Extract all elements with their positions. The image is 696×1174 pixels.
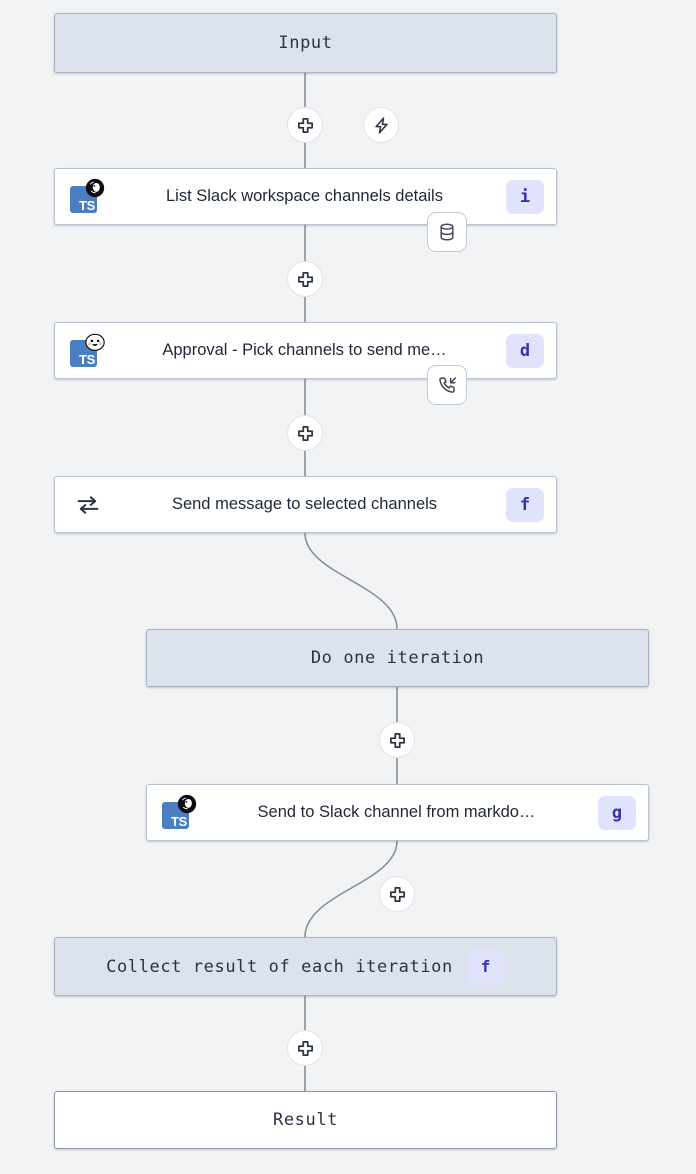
plus-icon: [297, 117, 313, 133]
add-step-after-collect-result-button[interactable]: [287, 1030, 323, 1066]
suspend-resume-chip[interactable]: [427, 365, 467, 405]
node-forloop[interactable]: Send message to selected channels f: [54, 476, 557, 533]
node-collect-result[interactable]: Collect result of each iteration f: [54, 937, 557, 996]
node-input-label: Input: [278, 33, 333, 53]
node-collect-result-label: Collect result of each iteration: [106, 956, 453, 977]
database-chip[interactable]: [427, 212, 467, 252]
phone-incoming-icon: [438, 376, 456, 393]
add-step-after-send-slack-button[interactable]: [379, 876, 415, 912]
node-result[interactable]: Result: [54, 1091, 557, 1149]
edge-forloop-to-iteration: [304, 532, 398, 630]
node-send-slack-label: Send to Slack channel from markdo…: [257, 803, 536, 821]
deno-icon: [85, 178, 105, 197]
deno-icon: [177, 794, 197, 813]
loop-arrows-icon: [77, 495, 99, 514]
add-step-after-input-button[interactable]: [287, 107, 323, 143]
typescript-deno-icon: TS: [69, 178, 107, 216]
node-approval-label: Approval - Pick channels to send me…: [162, 341, 447, 359]
node-send-slack-key: g: [598, 795, 636, 830]
typescript-deno-icon: TS: [161, 794, 199, 832]
database-icon: [440, 223, 454, 241]
add-trigger-after-input-button[interactable]: [363, 107, 399, 143]
node-forloop-key: f: [506, 487, 544, 522]
typescript-bun-icon: TS: [69, 332, 107, 370]
add-step-after-list-channels-button[interactable]: [287, 261, 323, 297]
add-step-after-approval-button[interactable]: [287, 415, 323, 451]
node-approval-key: d: [506, 333, 544, 368]
node-do-one-iteration[interactable]: Do one iteration: [146, 629, 649, 687]
plus-icon: [297, 271, 313, 287]
loop-icon-wrap: [69, 486, 107, 524]
plus-icon: [297, 1040, 313, 1056]
node-list-slack-channels[interactable]: TS List Slack workspace channels details…: [54, 168, 557, 225]
lightning-icon: [374, 116, 388, 134]
bun-icon: [85, 333, 105, 351]
node-send-slack[interactable]: TS Send to Slack channel from markdo… g: [146, 784, 649, 841]
node-list-slack-channels-key: i: [506, 179, 544, 214]
typescript-badge: TS: [70, 185, 97, 213]
plus-icon: [389, 732, 405, 748]
plus-icon: [389, 886, 405, 902]
node-collect-result-key: f: [466, 949, 505, 984]
node-result-label: Result: [272, 1110, 338, 1130]
node-forloop-label: Send message to selected channels: [171, 495, 438, 513]
add-step-after-do-one-iteration-button[interactable]: [379, 722, 415, 758]
plus-icon: [297, 425, 313, 441]
node-list-slack-channels-label: List Slack workspace channels details: [166, 187, 443, 205]
node-input[interactable]: Input: [54, 13, 557, 73]
node-approval[interactable]: TS Approval - Pick channels to send me… …: [54, 322, 557, 379]
node-do-one-iteration-label: Do one iteration: [310, 648, 485, 668]
